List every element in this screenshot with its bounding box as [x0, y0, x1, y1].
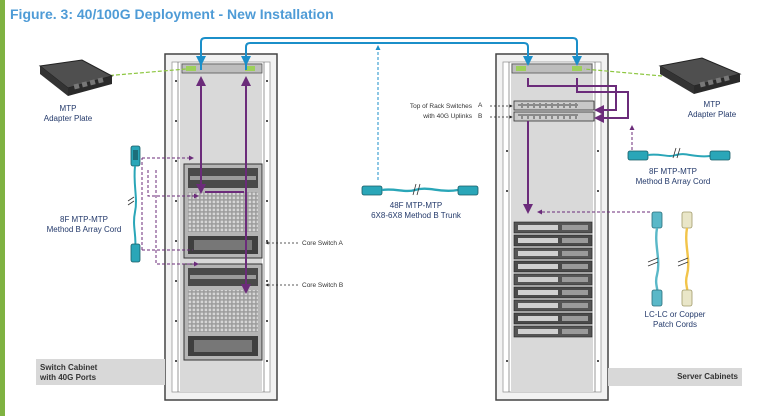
left-array-cords [196, 76, 251, 294]
tor-marker-b: B [478, 113, 483, 120]
left-cord-label-line2: Method B Array Cord [46, 225, 122, 234]
server-cabinets-caption: Server Cabinets [608, 368, 742, 386]
right-cord-label-line1: 8F MTP-MTP [649, 167, 697, 176]
patch-cords-label-line2: Patch Cords [652, 320, 698, 329]
right-adapter-label: MTP Adapter Plate [674, 100, 750, 120]
switch-cabinet-caption: Switch Cabinet with 40G Ports [36, 359, 165, 385]
left-cord-pointers [141, 155, 199, 267]
left-adapter-label-line2: Adapter Plate [43, 114, 93, 123]
tor-switches-label-line1: Top of Rack Switches [409, 103, 472, 110]
patch-cords-label: LC-LC or Copper Patch Cords [630, 310, 720, 330]
core-switch-pointers [265, 241, 298, 287]
right-adapter-plate-picture [658, 57, 742, 94]
patch-cords-label-line1: LC-LC or Copper [644, 310, 706, 319]
trunk-cable-picture [361, 183, 479, 196]
left-cord-label: 8F MTP-MTP Method B Array Cord [34, 215, 134, 235]
right-cord-picture [627, 147, 731, 161]
core-switch-b [183, 263, 263, 361]
right-cord-label-line2: Method B Array Cord [635, 177, 711, 186]
accent-sidebar [0, 0, 5, 416]
left-adapter-plate-picture [38, 59, 114, 96]
left-adapter-pointer [103, 68, 187, 77]
trunk-links [196, 37, 582, 70]
figure-title: Figure. 3: 40/100G Deployment - New Inst… [10, 6, 334, 22]
right-adapter-pointer [583, 68, 663, 77]
right-adapter-label-line1: MTP [703, 100, 721, 109]
right-array-cords [523, 78, 629, 214]
trunk-label-line2: 6X8-6X8 Method B Trunk [371, 211, 461, 220]
left-cord-label-line1: 8F MTP-MTP [60, 215, 108, 224]
switch-cabinet-caption-line2: with 40G Ports [40, 373, 97, 382]
left-cord-picture [127, 145, 141, 263]
right-cord-pointers [537, 125, 650, 215]
core-switch-b-label: Core Switch B [302, 282, 344, 289]
switch-cabinet-caption-line1: Switch Cabinet [40, 363, 98, 372]
core-switch-a [183, 163, 263, 259]
left-adapter-label: MTP Adapter Plate [28, 104, 108, 124]
patch-cords-picture [647, 211, 693, 307]
trunk-label-line1: 48F MTP-MTP [389, 201, 443, 210]
tor-switches-label: Top of Rack Switches with 40G Uplinks [372, 102, 472, 122]
trunk-label: 48F MTP-MTP 6X8-6X8 Method B Trunk [356, 201, 476, 221]
right-adapter-label-line2: Adapter Plate [687, 110, 737, 119]
right-cord-label: 8F MTP-MTP Method B Array Cord [618, 167, 728, 187]
tor-marker-a: A [478, 102, 483, 109]
left-adapter-label-line1: MTP [59, 104, 77, 113]
tor-switches-label-line2: with 40G Uplinks [423, 113, 472, 120]
server-stack [513, 221, 593, 338]
core-switch-a-label: Core Switch A [302, 240, 343, 247]
